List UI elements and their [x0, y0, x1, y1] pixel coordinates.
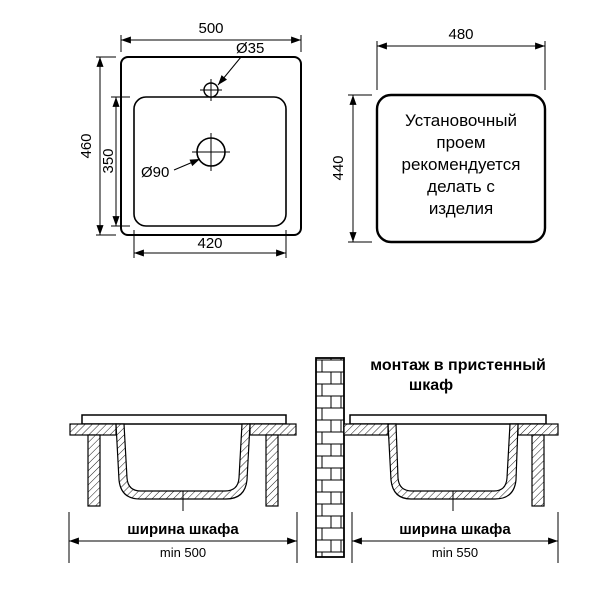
cabinet-section-left: ширина шкафа min 500	[68, 414, 298, 563]
dim-faucet-hole: Ø35	[217, 40, 264, 86]
cabinet-panel-right	[531, 434, 545, 507]
cutout-note-line: проем	[436, 133, 485, 152]
faucet-hole-label: Ø35	[236, 40, 264, 57]
cutout-note-line: рекомендуется	[402, 155, 521, 174]
brick-wall	[315, 357, 345, 558]
dim-outer-height-label: 460	[78, 133, 95, 158]
dim-inner-width: 420	[133, 230, 287, 258]
cabinet-min-width-label: min 550	[432, 545, 478, 560]
cutout-note-line: Установочный	[405, 111, 517, 130]
sink-bowl-section	[115, 423, 251, 500]
cutout-note: Установочный проем рекомендуется делать …	[402, 111, 521, 218]
dim-drain-hole: Ø90	[141, 158, 201, 181]
countertop-right	[517, 423, 559, 436]
cabinet-width-label: ширина шкафа	[127, 521, 239, 538]
sink-bowl-section	[387, 423, 519, 500]
cutout-outline	[375, 93, 547, 244]
drain-leader-line	[173, 158, 201, 171]
sink-rim	[349, 414, 547, 425]
cabinet-section-right: монтаж в пристенный шкаф ширина шкафа mi…	[315, 357, 559, 563]
countertop-left	[69, 423, 117, 436]
countertop-right	[249, 423, 297, 436]
drain-hole-label: Ø90	[141, 164, 169, 181]
dim-cutout-width-label: 480	[448, 26, 473, 43]
cutout-note-line: делать с	[427, 177, 495, 196]
cutout-note-line: изделия	[429, 199, 493, 218]
dim-cabinet-width-right: ширина шкафа min 550	[351, 512, 559, 563]
cabinet-panel-left	[87, 434, 101, 507]
section-title-line1: монтаж в пристенный	[370, 357, 546, 374]
dim-cutout-height: 440	[330, 94, 372, 243]
dim-inner-height: 350	[100, 96, 130, 227]
dim-cutout-width: 480	[376, 26, 546, 90]
dim-top-width-label: 500	[198, 20, 223, 37]
cabinet-panel-right	[265, 434, 279, 507]
sink-top-view: Ø35 Ø90 500 460 350 420	[78, 20, 302, 258]
dim-inner-height-label: 350	[100, 148, 117, 173]
faucet-leader-line	[217, 56, 242, 86]
sink-rim	[81, 414, 287, 425]
section-title-line2: шкаф	[409, 377, 453, 394]
dim-cutout-height-label: 440	[330, 155, 347, 180]
dim-cabinet-width-left: ширина шкафа min 500	[68, 512, 298, 563]
mounting-cutout: 480 440 Установочный проем рекомендуется…	[330, 26, 547, 244]
countertop-left	[343, 423, 389, 436]
cabinet-min-width-label: min 500	[160, 545, 206, 560]
cabinet-width-label: ширина шкафа	[399, 521, 511, 538]
faucet-hole	[200, 79, 222, 101]
dim-inner-width-label: 420	[197, 235, 222, 252]
drain-hole	[192, 133, 230, 171]
dim-outer-height: 460	[78, 56, 116, 236]
dim-top-width: 500	[120, 20, 302, 52]
